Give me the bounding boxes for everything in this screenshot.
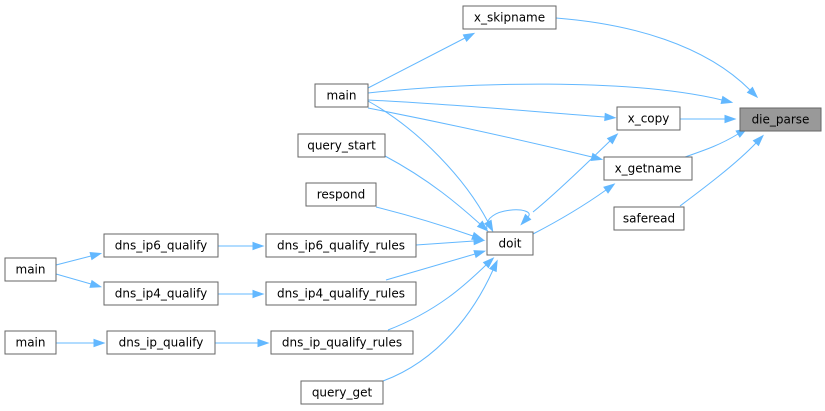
edge-dns-ip-qualify-to-dns-ip-qualify-rules (215, 338, 270, 348)
node-main-a[interactable]: main (314, 83, 369, 108)
edge-main-b-to-dns-ip4-qualify (55, 273, 103, 288)
node-label: dns_ip4_qualify_rules (277, 287, 405, 301)
node-label: x_getname (615, 162, 682, 176)
node-box[interactable] (297, 133, 386, 158)
node-box[interactable] (103, 281, 219, 306)
node-box[interactable] (270, 330, 414, 355)
node-label: main (16, 336, 46, 350)
edge-dns-ip4-qualify-to-dns-ip4-qualify-rules (218, 289, 265, 299)
node-label: dns_ip4_qualify (115, 287, 207, 301)
node-x-getname[interactable]: x_getname (603, 156, 693, 181)
node-saferead[interactable]: saferead (613, 206, 685, 231)
node-label: die_parse (752, 113, 810, 127)
node-respond[interactable]: respond (305, 182, 377, 207)
node-label: x_copy (628, 112, 670, 126)
call-graph-edges (55, 17, 764, 382)
node-box[interactable] (305, 182, 377, 207)
edge-dns-ip6-qualify-rules-to-doit (415, 236, 486, 246)
node-box[interactable] (4, 330, 57, 355)
node-box[interactable] (103, 233, 219, 258)
node-dns-ip6-qualify[interactable]: dns_ip6_qualify (103, 233, 219, 258)
node-box[interactable] (613, 206, 685, 231)
node-dns-ip4-qualify[interactable]: dns_ip4_qualify (103, 281, 219, 306)
node-label: doit (499, 237, 522, 251)
edge-main-b-to-dns-ip6-qualify (55, 252, 103, 266)
edge-doit-to-doit (486, 209, 532, 230)
edge-main-a-to-x-skipname (367, 32, 476, 89)
node-label: dns_ip_qualify_rules (282, 336, 402, 350)
node-label: dns_ip6_qualify_rules (277, 239, 405, 253)
node-die-parse[interactable]: die_parse (739, 107, 822, 132)
edge-x-getname-to-die-parse (684, 127, 748, 158)
edge-query-start-to-doit (384, 155, 489, 232)
node-box[interactable] (739, 107, 822, 132)
node-label: main (16, 263, 46, 277)
node-x-copy[interactable]: x_copy (616, 106, 681, 131)
node-label: respond (317, 188, 366, 202)
edge-doit-to-x-copy (532, 133, 619, 213)
edge-main-a-to-x-copy (367, 99, 617, 122)
edge-main-a-to-x-getname (367, 107, 604, 161)
node-dns-ip4-qualify-rules[interactable]: dns_ip4_qualify_rules (265, 281, 417, 306)
node-box[interactable] (616, 106, 681, 131)
edge-main-a-to-die-parse (367, 83, 734, 104)
edge-saferead-to-die-parse (679, 134, 764, 207)
node-dns-ip-qualify[interactable]: dns_ip_qualify (106, 330, 216, 355)
node-label: dns_ip6_qualify (115, 239, 207, 253)
edge-x-copy-to-die-parse (680, 114, 737, 124)
node-main-b[interactable]: main (4, 257, 57, 282)
node-dns-ip-qualify-rules[interactable]: dns_ip_qualify_rules (270, 330, 414, 355)
edge-main-c-to-dns-ip-qualify (56, 338, 106, 348)
node-box[interactable] (486, 231, 534, 256)
node-query-start[interactable]: query_start (297, 133, 386, 158)
node-box[interactable] (106, 330, 216, 355)
node-box[interactable] (265, 233, 417, 258)
edge-query-get-to-doit (382, 259, 498, 382)
node-label: query_get (312, 386, 373, 400)
node-dns-ip6-qualify-rules[interactable]: dns_ip6_qualify_rules (265, 233, 417, 258)
node-box[interactable] (462, 5, 557, 30)
node-box[interactable] (4, 257, 57, 282)
node-box[interactable] (603, 156, 693, 181)
edge-doit-to-x-getname (532, 183, 616, 235)
node-label: main (327, 89, 357, 103)
node-box[interactable] (314, 83, 369, 108)
node-main-c[interactable]: main (4, 330, 57, 355)
node-x-skipname[interactable]: x_skipname (462, 5, 557, 30)
edge-dns-ip-qualify-rules-to-doit (387, 257, 495, 331)
node-box[interactable] (265, 281, 417, 306)
node-doit[interactable]: doit (486, 231, 534, 256)
edge-dns-ip4-qualify-rules-to-doit (385, 250, 487, 281)
node-label: query_start (307, 139, 376, 153)
node-label: dns_ip_qualify (119, 336, 204, 350)
node-query-get[interactable]: query_get (300, 380, 384, 405)
node-label: x_skipname (474, 11, 545, 25)
edge-x-skipname-to-die-parse (555, 17, 759, 99)
edge-dns-ip6-qualify-to-dns-ip6-qualify-rules (218, 241, 265, 251)
node-box[interactable] (300, 380, 384, 405)
node-label: saferead (623, 212, 675, 226)
